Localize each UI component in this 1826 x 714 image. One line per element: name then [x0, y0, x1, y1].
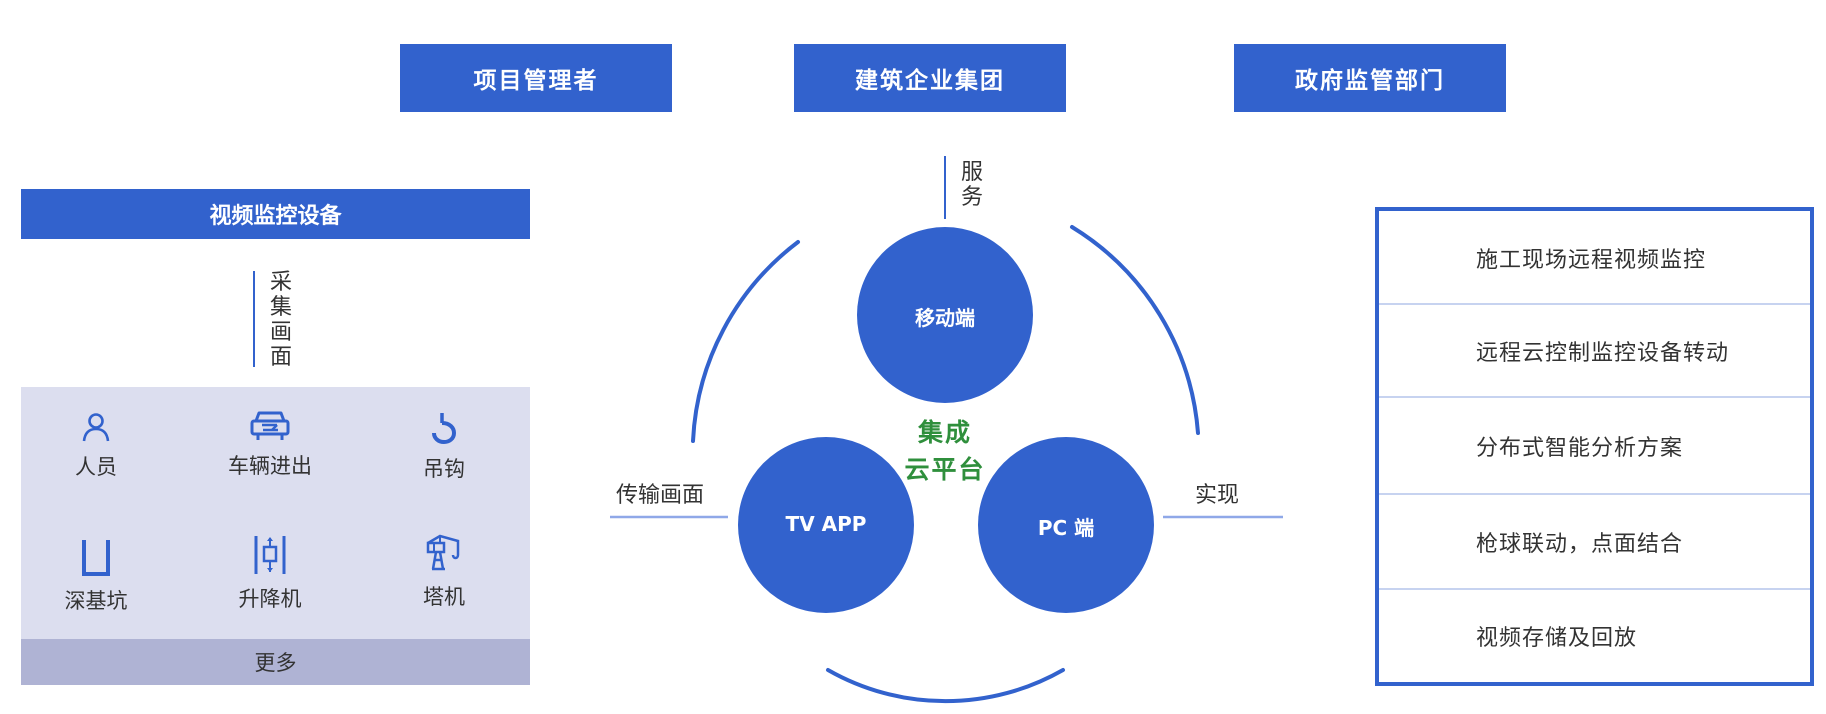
- pit-icon: [82, 540, 110, 576]
- cloud-platform-title: 集成 云平台: [875, 414, 1015, 488]
- device-label: 深基坑: [64, 589, 128, 613]
- device-item-vehicle[interactable]: 车辆进出: [190, 410, 350, 480]
- more-devices-label: 更多: [254, 651, 297, 675]
- cloud-platform-line2: 云平台: [904, 455, 986, 484]
- feature-item: 分布式智能分析方案: [1379, 398, 1810, 493]
- feature-text: 分布式智能分析方案: [1476, 435, 1684, 461]
- device-label: 升降机: [238, 587, 302, 611]
- divider: [1379, 493, 1810, 495]
- device-item-person[interactable]: 人员: [16, 411, 176, 481]
- feature-text: 施工现场远程视频监控: [1476, 247, 1707, 273]
- node-mobile[interactable]: [857, 227, 1033, 403]
- outer-arc-right: [1070, 225, 1200, 435]
- divider: [1379, 303, 1810, 305]
- device-item-tower-crane[interactable]: 塔机: [364, 533, 524, 611]
- stakeholder-project-manager: 项目管理者: [400, 44, 672, 112]
- outer-arc-left: [691, 240, 800, 443]
- device-label: 吊钩: [423, 457, 465, 481]
- node-pc-label: PC 端: [1037, 516, 1095, 540]
- stakeholder-government: 政府监管部门: [1234, 44, 1506, 112]
- device-label: 人员: [75, 455, 117, 479]
- node-pc[interactable]: [978, 437, 1154, 613]
- more-devices-button[interactable]: 更多: [21, 639, 530, 685]
- divider: [1379, 588, 1810, 590]
- person-icon: [82, 413, 110, 442]
- node-tv-app[interactable]: [738, 437, 914, 613]
- feature-text: 视频存储及回放: [1476, 626, 1638, 651]
- service-label: 服务: [961, 160, 984, 210]
- device-section-title: 视频监控设备: [21, 189, 530, 239]
- feature-item: 枪球联动，点面结合: [1379, 495, 1810, 588]
- feature-text: 远程云控制监控设备转动: [1476, 341, 1730, 366]
- node-tv-app-label: TV APP: [785, 512, 867, 536]
- feature-item: 施工现场远程视频监控: [1379, 211, 1810, 304]
- stakeholder-construction-group: 建筑企业集团: [794, 44, 1066, 112]
- car-icon: [250, 411, 290, 440]
- device-label: 车辆进出: [228, 454, 312, 478]
- device-label: 塔机: [423, 585, 465, 609]
- cloud-platform-line1: 集成: [917, 418, 972, 447]
- device-item-pit[interactable]: 深基坑: [16, 539, 176, 615]
- outer-arc-bottom: [826, 668, 1065, 704]
- feature-text: 枪球联动，点面结合: [1476, 531, 1684, 557]
- device-item-hook[interactable]: 吊钩: [364, 411, 524, 483]
- node-mobile-label: 移动端: [915, 306, 975, 330]
- feature-item: 远程云控制监控设备转动: [1379, 305, 1810, 397]
- tower-crane-icon: [426, 534, 460, 571]
- feature-list: 施工现场远程视频监控 远程云控制监控设备转动 分布式智能分析方案 枪球联动，点面…: [1375, 207, 1814, 686]
- transmit-label: 传输画面: [616, 483, 705, 508]
- capture-label: 采集画面: [270, 270, 293, 370]
- divider: [1379, 396, 1810, 398]
- capture-connector-line: [253, 271, 255, 367]
- hook-icon: [432, 413, 457, 445]
- lift-icon: [254, 536, 286, 574]
- feature-item: 视频存储及回放: [1379, 590, 1810, 682]
- realize-label: 实现: [1195, 483, 1240, 508]
- device-item-lift[interactable]: 升降机: [190, 535, 350, 613]
